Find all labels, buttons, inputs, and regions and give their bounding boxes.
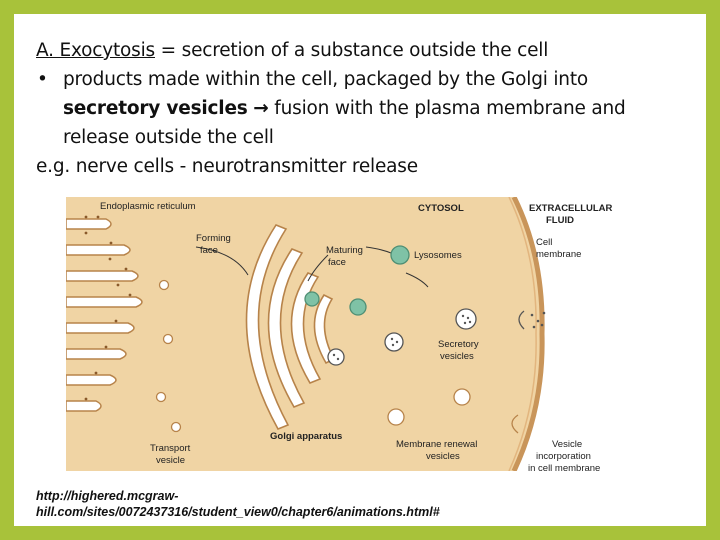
label-endoplasmic-reticulum: Endoplasmic reticulum [100,201,196,212]
golgi-diagram-svg: Endoplasmic reticulum CYTOSOL EXTRACELLU… [65,195,613,474]
label-cell-membrane-1: Cell [536,237,552,248]
label-transport-vesicle-1: Transport [150,443,191,454]
cell-membrane [511,195,545,473]
label-membrane-renewal-2: vesicles [426,451,460,462]
label-forming-face-2: face [200,245,218,256]
label-maturing-face-2: face [328,257,346,268]
endoplasmic-reticulum-shape [65,218,143,412]
bullet-line-2: secretory vesicles → fusion with the pla… [36,94,696,123]
label-membrane-renewal-1: Membrane renewal [396,439,477,450]
label-cell-membrane-2: membrane [536,249,581,260]
bullet-text-1: products made within the cell, packaged … [63,69,589,90]
bullet-text-3: release outside the cell [63,127,274,148]
section-title: A. Exocytosis [36,40,155,61]
label-secretory-vesicles-1: Secretory [438,339,479,350]
slide-text: A. Exocytosis = secretion of a substance… [36,36,696,181]
source-url[interactable]: http://highered.mcgraw- hill.com/sites/0… [36,488,636,520]
label-vesicle-incorporation-3: in cell membrane [528,463,600,471]
label-golgi-apparatus: Golgi apparatus [270,431,342,442]
secretory-vesicles-term: secretory vesicles [63,98,248,119]
bullet-marker: • [37,69,48,90]
source-url-line-2: hill.com/sites/0072437316/student_view0/… [36,505,440,519]
label-secretory-vesicles-2: vesicles [440,351,474,362]
definition-text: = secretion of a substance outside the c… [155,40,549,61]
label-cytosol: CYTOSOL [418,203,464,214]
bullet-line-3: release outside the cell [36,123,696,152]
label-maturing-face-1: Maturing [326,245,363,256]
right-arrow-icon: → [253,98,269,119]
example-text: e.g. nerve cells - neurotransmitter rele… [36,156,418,177]
label-extracellular-1: EXTRACELLULAR [529,203,613,214]
slide: A. Exocytosis = secretion of a substance… [14,14,706,526]
exocytosis-diagram: Endoplasmic reticulum CYTOSOL EXTRACELLU… [65,195,632,474]
label-transport-vesicle-2: vesicle [156,455,185,466]
heading-line: A. Exocytosis = secretion of a substance… [36,36,696,65]
label-forming-face-1: Forming [196,233,231,244]
label-extracellular-2: FLUID [546,215,574,226]
label-lysosomes: Lysosomes [414,250,462,261]
example-line: e.g. nerve cells - neurotransmitter rele… [36,152,696,181]
label-vesicle-incorporation-2: incorporation [536,451,591,462]
bullet-text-2: fusion with the plasma membrane and [268,98,626,119]
lysosome-shapes [304,245,410,316]
bullet-line-1: • products made within the cell, package… [36,65,696,94]
label-vesicle-incorporation-1: Vesicle [552,439,582,450]
secretory-vesicle-shapes [327,308,477,366]
source-url-line-1: http://highered.mcgraw- [36,489,179,503]
